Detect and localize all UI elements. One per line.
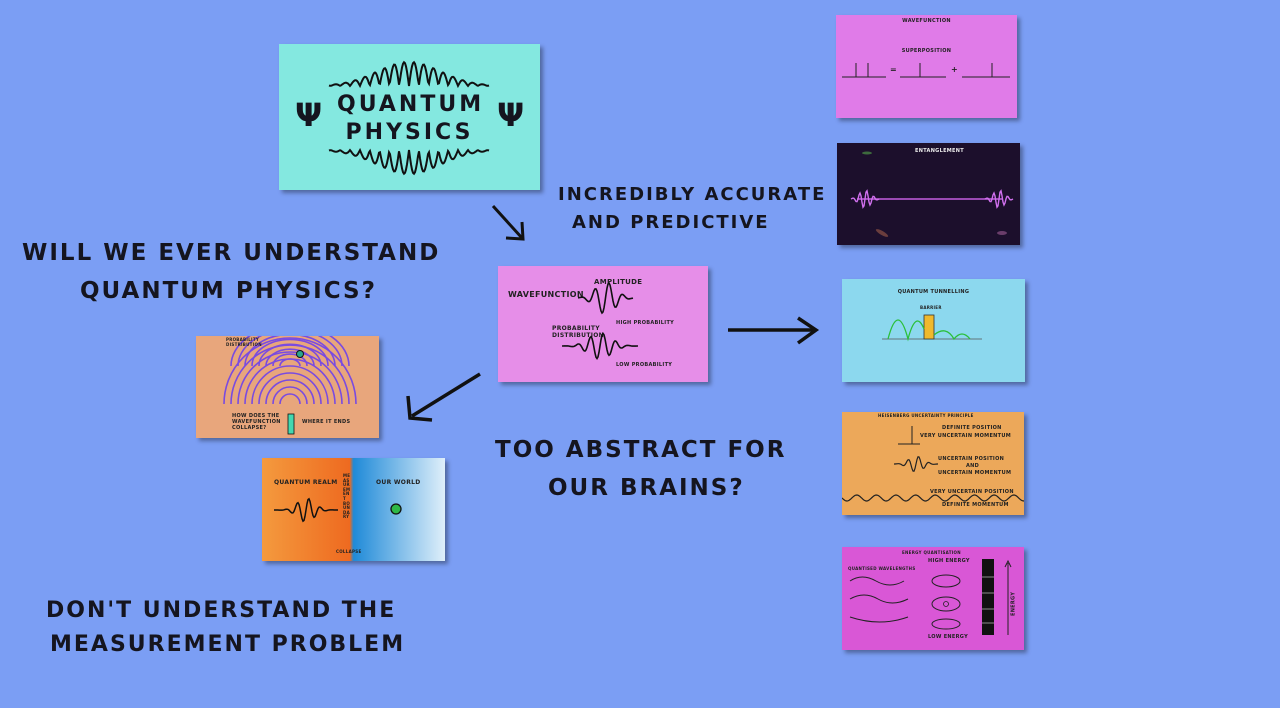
label-collapse-question: HOW DOES THE WAVEFUNCTION COLLAPSE? — [232, 413, 281, 431]
psi-symbol-right: Ψ — [497, 96, 525, 134]
tunnelling-card: QUANTUM TUNNELLING BARRIER — [842, 279, 1025, 382]
superposition-equals: = — [890, 65, 898, 74]
realm-card: QUANTUM REALM OUR WORLD MEASUREMENT BOUN… — [262, 458, 445, 561]
label-our-world: OUR WORLD — [376, 479, 421, 486]
main-title-line1: QUANTUM — [337, 92, 485, 117]
label-probability-distribution: PROBABILITY DISTRIBUTION — [552, 325, 604, 339]
uncertainty-row1-a: DEFINITE POSITION — [942, 425, 1002, 431]
uncertainty-row2-c: UNCERTAIN MOMENTUM — [938, 470, 1012, 476]
uncertainty-row1-b: VERY UNCERTAIN MOMENTUM — [920, 433, 1012, 439]
uncertainty-row2-b: AND — [966, 463, 980, 469]
label-prob-dist: PROBABILITY DISTRIBUTION — [226, 337, 262, 347]
heading-measurement-line2: MEASUREMENT PROBLEM — [50, 632, 406, 657]
heading-accurate-line2: AND PREDICTIVE — [572, 212, 770, 233]
superposition-plus: + — [951, 65, 959, 74]
interference-pattern — [223, 336, 357, 435]
quantum-physics-card: Ψ Ψ QUANTUM PHYSICS — [279, 44, 540, 190]
uncertainty-diagram — [842, 426, 1024, 502]
energy-high-label: HIGH ENERGY — [928, 558, 970, 564]
heading-measurement-line1: DON'T UNDERSTAND THE — [46, 598, 397, 623]
label-wavefunction: WAVEFUNCTION — [508, 290, 584, 299]
uncertainty-row3-a: VERY UNCERTAIN POSITION — [930, 489, 1014, 495]
psi-symbol-left: Ψ — [295, 96, 323, 134]
heading-abstract-line1: TOO ABSTRACT FOR — [495, 437, 787, 463]
energy-left-label: QUANTISED WAVELENGTHS — [848, 566, 916, 571]
energy-card: ENERGY QUANTISATION QUANTISED WAVELENGTH… — [842, 547, 1024, 650]
uncertainty-row2-a: UNCERTAIN POSITION — [938, 456, 1005, 462]
superposition-diagram — [842, 63, 1010, 78]
wavefunction-card: WAVEFUNCTION AMPLITUDE PROBABILITY DISTR… — [498, 266, 708, 382]
label-collapse: COLLAPSE — [336, 549, 362, 554]
entanglement-card: ENTANGLEMENT — [837, 143, 1020, 245]
heading-question-line1: WILL WE EVER UNDERSTAND — [22, 240, 441, 266]
uncertainty-title: HEISENBERG UNCERTAINTY PRINCIPLE — [878, 413, 974, 418]
heading-abstract-line2: OUR BRAINS? — [548, 475, 745, 501]
label-measurement-boundary: MEASUREMENT BOUNDARY — [343, 473, 351, 520]
tunnelling-diagram — [882, 314, 982, 342]
wavefunction-wave — [562, 281, 638, 360]
uncertainty-row3-b: DEFINITE MOMENTUM — [942, 502, 1009, 508]
label-low-probability: LOW PROBABILITY — [616, 362, 673, 368]
interference-card: PROBABILITY DISTRIBUTION HOW DOES THE WA… — [196, 336, 379, 438]
superposition-title: WAVEFUNCTION — [902, 18, 951, 24]
label-amplitude: AMPLITUDE — [594, 278, 643, 286]
label-where-ends: WHERE IT ENDS — [302, 419, 351, 425]
label-high-probability: HIGH PROBABILITY — [616, 320, 675, 326]
arrow-right — [728, 316, 820, 345]
tunnelling-title: QUANTUM TUNNELLING — [897, 289, 970, 295]
uncertainty-card: HEISENBERG UNCERTAINTY PRINCIPLE DEFINIT… — [842, 412, 1024, 515]
entanglement-title: ENTANGLEMENT — [915, 148, 964, 154]
energy-title: ENERGY QUANTISATION — [902, 550, 961, 555]
superposition-card: WAVEFUNCTION SUPERPOSITION = + — [836, 15, 1017, 118]
arrow-down-right — [491, 204, 525, 241]
superposition-subtitle: SUPERPOSITION — [901, 48, 952, 54]
label-quantum-realm: QUANTUM REALM — [274, 479, 338, 486]
arrow-down-left — [406, 372, 481, 422]
realm-wave — [274, 497, 402, 523]
heading-question-line2: QUANTUM PHYSICS? — [80, 278, 377, 304]
top-wave-decoration — [328, 60, 490, 176]
entanglement-waves — [850, 151, 1014, 237]
energy-diagram — [849, 559, 1012, 635]
main-title-line2: PHYSICS — [345, 120, 474, 145]
heading-accurate-line1: INCREDIBLY ACCURATE — [558, 184, 827, 205]
energy-low-label: LOW ENERGY — [928, 634, 968, 640]
tunnelling-barrier-label: BARRIER — [920, 305, 942, 310]
